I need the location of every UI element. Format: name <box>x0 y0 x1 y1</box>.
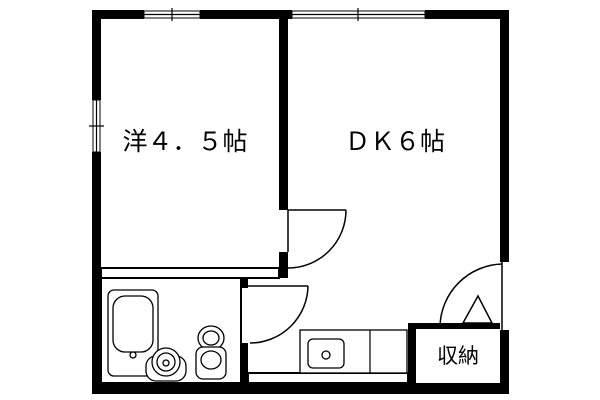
western-room-label: 洋４．５帖 <box>122 127 247 156</box>
entrance-door <box>439 262 503 330</box>
bathtub <box>107 289 159 377</box>
entrance-arrow <box>461 294 494 324</box>
storage-label: 収納 <box>437 344 479 368</box>
washbasin <box>145 347 187 382</box>
toilet <box>195 325 227 380</box>
interior-walls <box>100 10 500 384</box>
bathroom-door <box>248 285 309 344</box>
exterior-walls <box>92 10 509 394</box>
bedroom-door <box>287 209 347 269</box>
left-window <box>89 99 104 153</box>
kitchen-sink <box>307 338 345 369</box>
dining-kitchen-label: ＤＫ６帖 <box>345 127 445 156</box>
top-window-right <box>291 8 426 21</box>
top-window-left <box>143 8 201 21</box>
